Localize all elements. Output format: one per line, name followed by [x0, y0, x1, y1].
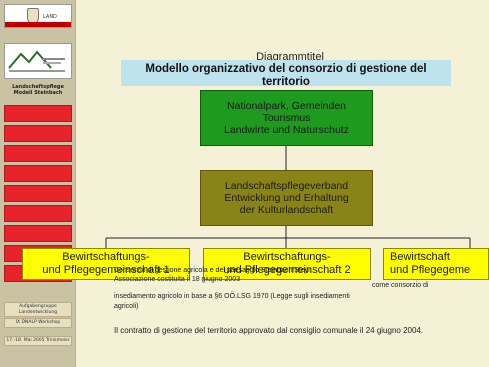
sidebar-note-group: Aufgabengruppe Landentwicklung	[4, 302, 72, 317]
land-logo: LAND	[4, 4, 72, 28]
node-community-line: Bewirtschaftungs-	[62, 251, 150, 263]
node-community-line: und Pflegegemeinschaft 1	[42, 264, 170, 276]
sidebar-nav-item[interactable]	[4, 165, 72, 182]
landscape-logo	[4, 43, 72, 79]
node-community-line: und Pflegegeme	[390, 264, 471, 276]
logo-red-stripe	[5, 22, 71, 27]
mountain-logo-icon	[8, 50, 65, 72]
sidebar-nav-item[interactable]	[4, 185, 72, 202]
sidebar-caption: Landschaftspflege Modell Steinbach	[12, 84, 64, 96]
node-community-1: Bewirtschaftungs- und Pflegegemeinschaft…	[22, 248, 190, 280]
node-stakeholders-line: Nationalpark, Gemeinden	[226, 100, 347, 112]
body-text-line: Associazione costituita il 18 giugno 200…	[114, 276, 241, 283]
land-logo-text: LAND	[43, 14, 57, 20]
node-stakeholders-line: Landwirte und Naturschutz	[224, 124, 349, 136]
sidebar-note-date: 17.-18. Mai 2005 Trinkmeier	[4, 336, 72, 346]
node-community-3: Bewirtschaft und Pflegegeme	[383, 248, 489, 280]
sidebar-nav-item[interactable]	[4, 105, 72, 122]
node-community-line: und Pflegegemeinschaft 2	[223, 264, 351, 276]
node-association-line: der Kulturlandschaft	[239, 204, 334, 216]
banner	[121, 60, 451, 86]
node-association: Landschaftspflegeverband Entwicklung und…	[200, 170, 373, 226]
body-text-line: Consorzio di gestione agricola e del pae…	[114, 267, 311, 274]
sidebar: LAND Landschaftspflege Modell Steinbach …	[0, 0, 76, 367]
body-text-line: come consorzio di	[372, 282, 429, 289]
body-paragraph-contract: Il contratto di gestione del territorio …	[114, 326, 424, 335]
node-association-line: Entwicklung und Erhaltung	[224, 192, 349, 204]
node-community-line: Bewirtschaft	[390, 251, 450, 263]
node-community-2: Bewirtschaftungs- und Pflegegemeinschaft…	[203, 248, 371, 280]
node-community-line: Bewirtschaftungs-	[243, 251, 331, 263]
node-stakeholders: Nationalpark, Gemeinden Tourismus Landwi…	[200, 90, 373, 146]
sidebar-nav-item[interactable]	[4, 125, 72, 142]
banner-title: Modello organizzativo del consorzio di g…	[145, 63, 427, 88]
body-text-line: insediamento agricolo in base a §6 OÖ.LS…	[114, 293, 350, 300]
sidebar-nav-item[interactable]	[4, 145, 72, 162]
sidebar-note-workshop: IX DNALP Workshop	[4, 318, 72, 328]
sidebar-nav-item[interactable]	[4, 225, 72, 242]
sidebar-nav-item[interactable]	[4, 205, 72, 222]
node-stakeholders-line: Tourismus	[262, 112, 311, 124]
node-association-line: Landschaftspflegeverband	[224, 180, 349, 192]
body-text-line: agricoli)	[114, 303, 139, 310]
